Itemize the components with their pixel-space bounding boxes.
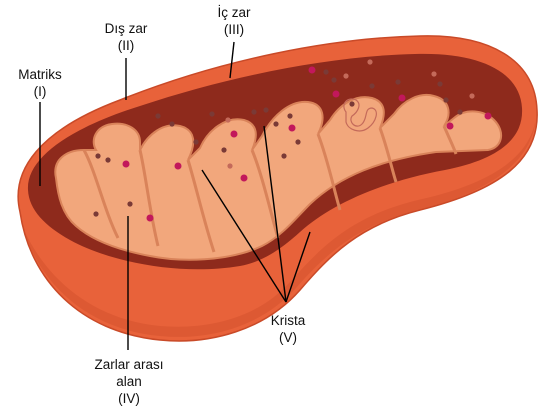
label-outer-membrane-name: Dış zar bbox=[96, 20, 156, 37]
label-cristae-name: Krista bbox=[262, 312, 314, 329]
label-inner-membrane-numeral: (III) bbox=[206, 21, 262, 38]
label-matrix-numeral: (I) bbox=[14, 83, 66, 100]
label-matrix: Matriks (I) bbox=[14, 66, 66, 100]
label-intermembrane-space-numeral: (IV) bbox=[84, 390, 174, 407]
label-intermembrane-space-line1: Zarlar arası bbox=[84, 356, 174, 373]
label-cristae-numeral: (V) bbox=[262, 329, 314, 346]
label-inner-membrane: İç zar (III) bbox=[206, 4, 262, 38]
label-intermembrane-space-line2: alan bbox=[84, 373, 174, 390]
label-outer-membrane: Dış zar (II) bbox=[96, 20, 156, 54]
label-matrix-name: Matriks bbox=[14, 66, 66, 83]
label-intermembrane-space: Zarlar arası alan (IV) bbox=[84, 356, 174, 407]
label-outer-membrane-numeral: (II) bbox=[96, 37, 156, 54]
label-cristae: Krista (V) bbox=[262, 312, 314, 346]
label-inner-membrane-name: İç zar bbox=[206, 4, 262, 21]
